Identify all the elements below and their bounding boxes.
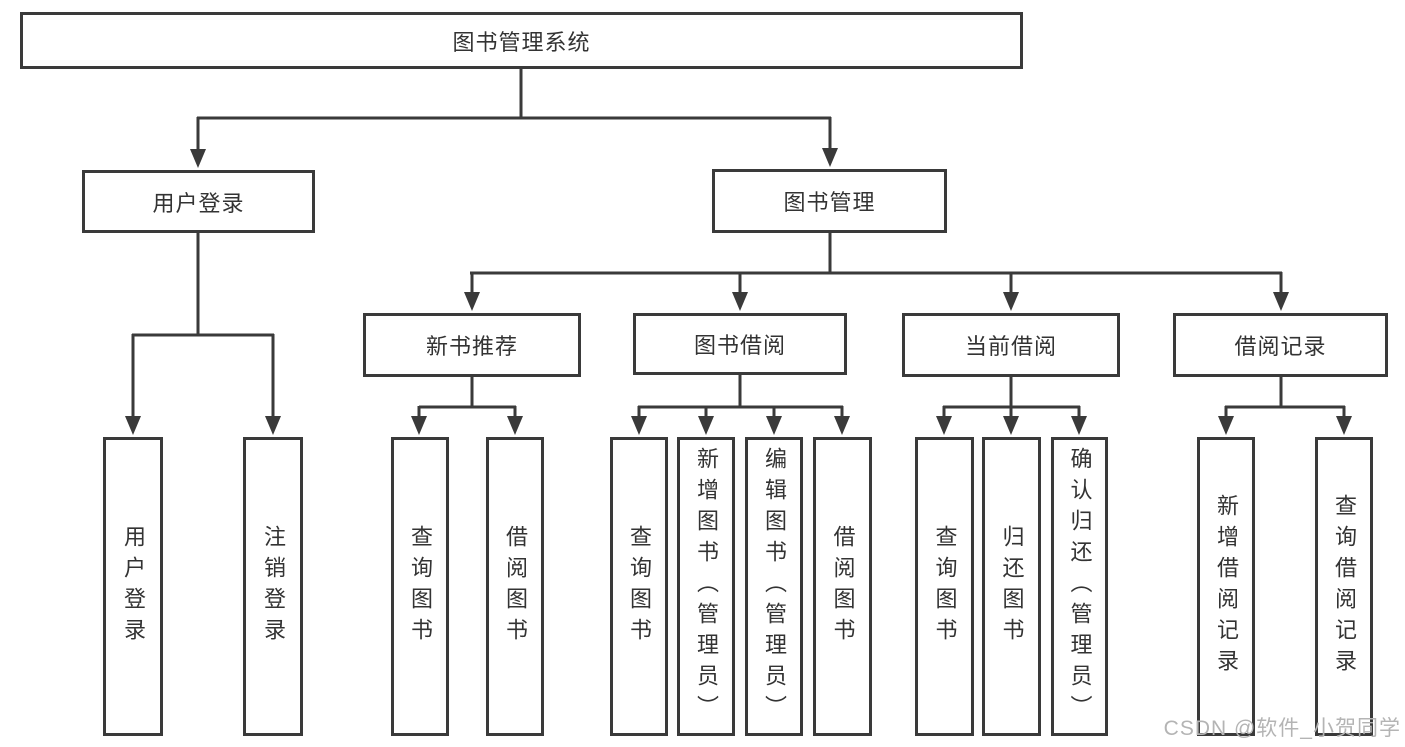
node-label: 图书管理系统 bbox=[452, 29, 591, 55]
node-label: 注销登录 bbox=[261, 524, 286, 649]
node-label: 用户登录 bbox=[121, 524, 146, 649]
arrowhead-c4 bbox=[834, 416, 850, 435]
leaf-query-books: 查询图书 bbox=[610, 437, 668, 736]
arrowhead-book-mgmt bbox=[822, 148, 838, 167]
node-current-borrowing: 当前借阅 bbox=[902, 313, 1120, 377]
arrowhead-current-borrow bbox=[1003, 292, 1019, 311]
node-book-borrowing: 图书借阅 bbox=[633, 313, 847, 375]
node-label: 归还图书 bbox=[999, 524, 1025, 649]
arrowhead-new-book bbox=[464, 292, 480, 311]
csdn-watermark: CSDN @软件_小贺同学 bbox=[1163, 717, 1401, 740]
node-label: 查询图书 bbox=[627, 524, 652, 649]
leaf-add-borrow-record: 新增借阅记录 bbox=[1197, 437, 1255, 736]
leaf-borrow-books: 借阅图书 bbox=[813, 437, 872, 736]
leaf-add-books-admin: 新增图书（管理员） bbox=[677, 437, 735, 736]
arrowhead-c1 bbox=[631, 416, 647, 435]
node-label: 借阅图书 bbox=[503, 524, 528, 649]
node-label: 借阅图书 bbox=[830, 524, 856, 649]
arrowhead-d3 bbox=[1071, 416, 1087, 435]
node-label: 新增图书（管理员） bbox=[694, 447, 719, 726]
node-label: 新增借阅记录 bbox=[1214, 493, 1239, 680]
node-label: 查询图书 bbox=[408, 524, 433, 649]
arrowhead-user-login bbox=[190, 149, 206, 168]
arrowhead-d2 bbox=[1003, 416, 1019, 435]
leaf-query-borrow-record: 查询借阅记录 bbox=[1315, 437, 1373, 736]
node-label: 用户登录 bbox=[152, 190, 245, 216]
leaf-user-login: 用户登录 bbox=[103, 437, 163, 736]
leaf-return-books: 归还图书 bbox=[982, 437, 1041, 736]
leaf-logout: 注销登录 bbox=[243, 437, 303, 736]
node-label: 查询借阅记录 bbox=[1332, 493, 1357, 680]
leaf-confirm-return-admin: 确认归还（管理员） bbox=[1051, 437, 1108, 736]
arrowhead-a1 bbox=[125, 416, 141, 435]
arrowhead-borrow-record bbox=[1273, 292, 1289, 311]
arrowhead-b2 bbox=[507, 416, 523, 435]
arrowhead-e2 bbox=[1336, 416, 1352, 435]
arrowhead-d1 bbox=[936, 416, 952, 435]
node-label: 查询图书 bbox=[932, 524, 958, 649]
arrowhead-c2 bbox=[698, 416, 714, 435]
node-label: 编辑图书（管理员） bbox=[762, 447, 787, 726]
arrowhead-a2 bbox=[265, 416, 281, 435]
node-user-login: 用户登录 bbox=[82, 170, 315, 233]
node-label: 借阅记录 bbox=[1234, 334, 1327, 359]
node-new-book-recommendation: 新书推荐 bbox=[363, 313, 581, 377]
leaf-edit-books-admin: 编辑图书（管理员） bbox=[745, 437, 803, 736]
leaf-query-books: 查询图书 bbox=[391, 437, 449, 736]
leaf-borrow-books: 借阅图书 bbox=[486, 437, 544, 736]
arrowhead-c3 bbox=[766, 416, 782, 435]
leaf-query-books: 查询图书 bbox=[915, 437, 974, 736]
node-label: 当前借阅 bbox=[964, 334, 1057, 359]
node-borrowing-records: 借阅记录 bbox=[1173, 313, 1388, 377]
arrowhead-b1 bbox=[411, 416, 427, 435]
node-library-management-system: 图书管理系统 bbox=[20, 12, 1023, 69]
node-label: 确认归还（管理员） bbox=[1067, 447, 1093, 726]
arrowhead-book-borrow bbox=[732, 292, 748, 311]
node-book-management: 图书管理 bbox=[712, 169, 947, 233]
node-label: 图书管理 bbox=[783, 190, 876, 215]
node-label: 图书借阅 bbox=[693, 333, 786, 358]
node-label: 新书推荐 bbox=[425, 334, 518, 359]
arrowhead-e1 bbox=[1218, 416, 1234, 435]
